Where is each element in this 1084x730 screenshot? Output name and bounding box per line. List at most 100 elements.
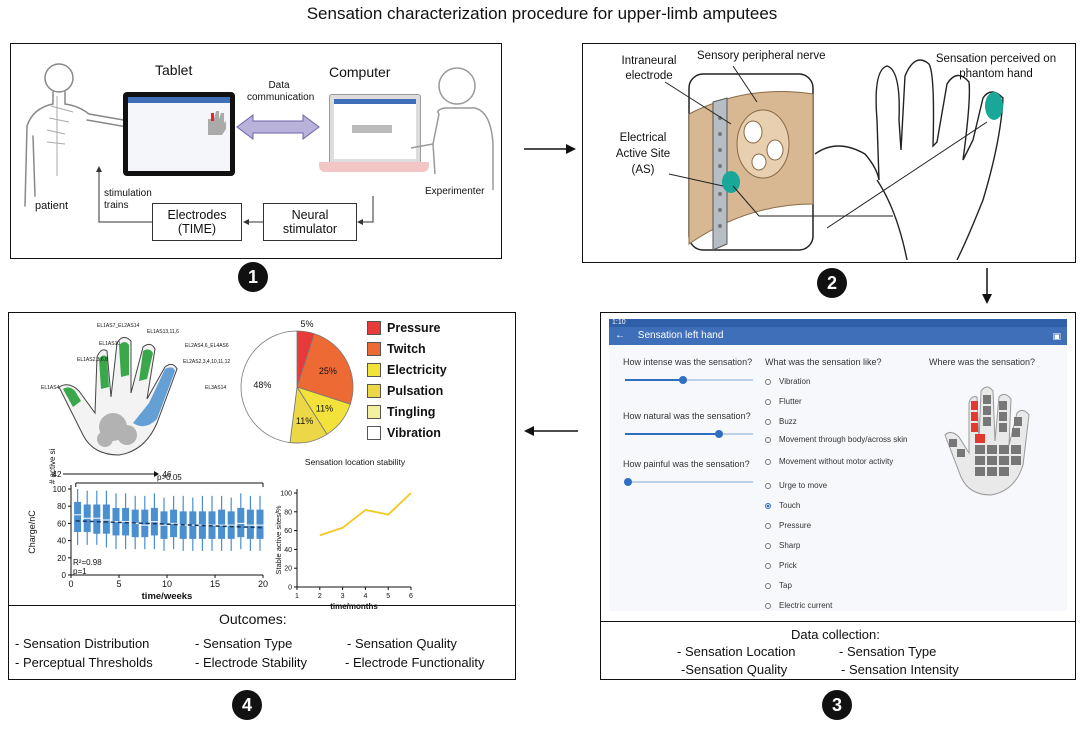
slider-painful[interactable] [623, 477, 755, 487]
slider-natural[interactable] [623, 429, 755, 439]
option-electric[interactable]: Electric current [765, 601, 832, 610]
line-y-tick-label: 40 [284, 547, 292, 554]
legend-label: Vibration [387, 426, 441, 440]
box [256, 509, 264, 539]
line-y-tick-label: 20 [284, 566, 292, 573]
option-vibration[interactable]: Vibration [765, 377, 810, 386]
box [102, 504, 110, 534]
y-tick-label: 0 [62, 571, 67, 580]
outcome-stability: - Electrode Stability [195, 655, 307, 670]
site-label-2: EL1AS10 [99, 341, 121, 347]
option-urge[interactable]: Urge to move [765, 481, 827, 490]
q-like-label: What was the sensation like? [765, 357, 882, 367]
arrow-1-to-2 [524, 144, 576, 154]
nerve-electrode-diagram [688, 73, 814, 251]
connector-lines [664, 65, 893, 217]
stimulation-trains-label: stimulation trains [104, 188, 164, 212]
option-pressure[interactable]: Pressure [765, 521, 811, 530]
x-axis-label: time/weeks [142, 591, 193, 602]
legend-swatch [367, 384, 381, 398]
step-number-3: 3 [822, 690, 852, 720]
site-label-1: EL1AS13,11,6 [147, 329, 179, 335]
stability-line-chart: Sensation location stability020406080100… [275, 457, 413, 611]
computer-label: Computer [329, 64, 391, 80]
line-y-tick-label: 0 [288, 585, 292, 592]
dc-sensation-quality: -Sensation Quality [681, 662, 788, 677]
line-y-tick-label: 100 [280, 491, 292, 498]
outcome-distribution: - Sensation Distribution [15, 636, 150, 651]
pie-slice-vibration [240, 330, 298, 444]
line-x-tick-label: 2 [318, 593, 322, 600]
active-sites-end: 46 [163, 470, 172, 479]
pie-label-electricity: 11% [316, 403, 333, 413]
y-tick-label: 40 [57, 537, 66, 546]
q-painful-label: How painful was the sensation? [623, 459, 750, 469]
laptop-base [319, 162, 429, 172]
dc-sensation-intensity: - Sensation Intensity [841, 662, 959, 677]
patient-figure [24, 63, 136, 207]
step-number-1: 1 [238, 262, 268, 292]
patient-label: patient [35, 200, 69, 212]
pie-label-vibration: 48% [253, 380, 271, 390]
arrow-3-to-4 [524, 426, 578, 436]
data-communication-label: Data communication [247, 80, 315, 104]
box [237, 507, 245, 538]
y-axis-label: Charge/nC [27, 510, 37, 554]
line-x-tick-label: 4 [363, 593, 367, 600]
slider-intense[interactable] [623, 375, 755, 385]
electrodes-label: Electrodes [167, 208, 227, 222]
back-arrow-icon[interactable]: ← [615, 330, 625, 341]
option-movement-body[interactable]: Movement through body/across skin [765, 435, 915, 445]
option-buzz[interactable]: Buzz [765, 417, 797, 426]
step-number-4: 4 [232, 690, 262, 720]
flow-arrows [96, 166, 374, 225]
option-touch[interactable]: Touch [765, 501, 800, 510]
laptop-device [329, 94, 421, 164]
trend-line [75, 520, 264, 529]
site-label-5: EL2AS2,3,4,10,11,12 [183, 359, 231, 365]
figure-title: Sensation characterization procedure for… [306, 4, 778, 23]
box [74, 501, 82, 532]
site-label-4: EL1AS2,3,6,8 [77, 357, 108, 363]
pie-chart: 5%25%11%11%48% [240, 319, 354, 444]
box [141, 509, 149, 538]
legend-swatch [367, 363, 381, 377]
option-flutter[interactable]: Flutter [765, 397, 802, 406]
site-label-6: EL1AS4 [41, 385, 60, 391]
phantom-sensation-label: Sensation perceived on phantom hand [931, 52, 1061, 82]
option-tap[interactable]: Tap [765, 581, 792, 590]
option-prick[interactable]: Prick [765, 561, 797, 570]
data-communication-arrow [236, 114, 320, 140]
pie-label-pulsation: 11% [296, 416, 313, 426]
hand-selector[interactable] [939, 381, 1043, 499]
legend-label: Pulsation [387, 384, 444, 398]
status-time: 1:10 [612, 319, 626, 326]
q-natural-label: How natural was the sensation? [623, 411, 751, 421]
legend-swatch [367, 405, 381, 419]
electrodes-box: Electrodes (TIME) [152, 203, 242, 241]
option-movement-motor[interactable]: Movement without motor activity [765, 457, 915, 467]
stimulation-trains-text: stimulation trains [104, 188, 152, 211]
save-icon[interactable]: ▣ [1052, 331, 1061, 341]
pie-slice-twitch [296, 333, 354, 405]
data-communication-text: Data communication [247, 80, 315, 103]
legend-swatch [367, 321, 381, 335]
x-tick-label: 5 [116, 579, 121, 589]
outcomes-title: Outcomes: [219, 611, 287, 627]
electrodes-sublabel: (TIME) [177, 222, 217, 236]
box [246, 509, 254, 539]
line-y-tick-label: 80 [284, 509, 292, 516]
tablet-label: Tablet [155, 62, 193, 78]
y-tick-label: 60 [57, 519, 66, 528]
data-collection-title: Data collection: [791, 627, 880, 642]
neural-label: Neural [291, 208, 329, 222]
option-sharp[interactable]: Sharp [765, 541, 800, 550]
box [218, 509, 226, 539]
line-y-tick-label: 60 [284, 528, 292, 535]
y-tick-label: 80 [57, 502, 66, 511]
app-title: Sensation left hand [637, 330, 724, 341]
phantom-sensation-text: Sensation perceived on phantom hand [935, 53, 1057, 80]
app-body: How intense was the sensation? How natur… [609, 345, 1067, 611]
